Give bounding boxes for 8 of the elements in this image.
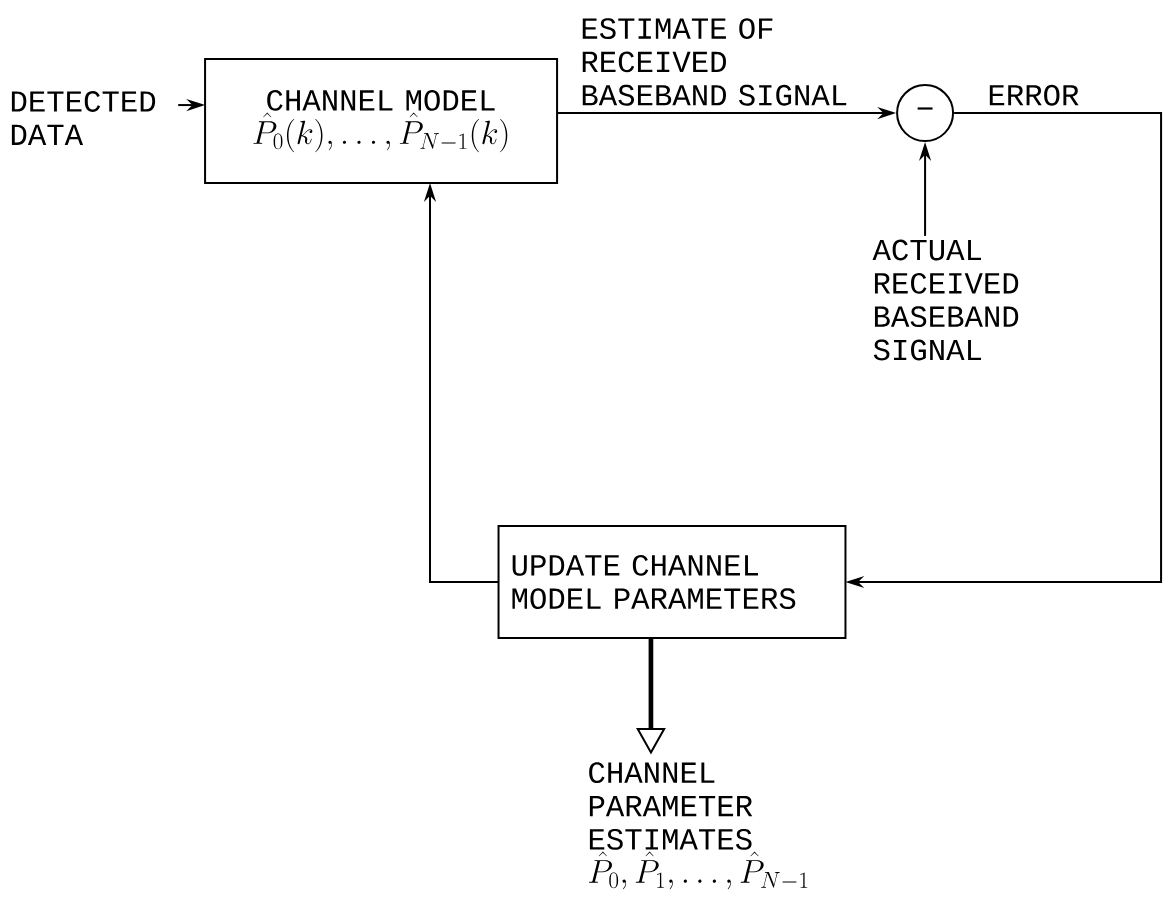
edge-label: ESTIMATE OF RECEIVED BASEBAND SIGNAL xyxy=(582,18,847,106)
text-label: CHANNEL PARAMETER ESTIMATES $\hat{P}_0,\hat{P}_1,\ldots,\hat{P}_{N-1}$ xyxy=(589,762,808,890)
process-box: CHANNEL MODEL $\hat{P}_0(k),\ldots,\hat{P}_{N-1}(k)$ xyxy=(204,58,559,185)
summing-junction: − xyxy=(896,84,955,143)
text-label: ACTUAL RECEIVED BASEBAND SIGNAL xyxy=(872,239,1019,361)
edge-label: ERROR xyxy=(989,84,1079,106)
text-label: DETECTED DATA xyxy=(11,91,156,145)
process-box: UPDATE CHANNEL MODEL PARAMETERS xyxy=(497,525,847,639)
